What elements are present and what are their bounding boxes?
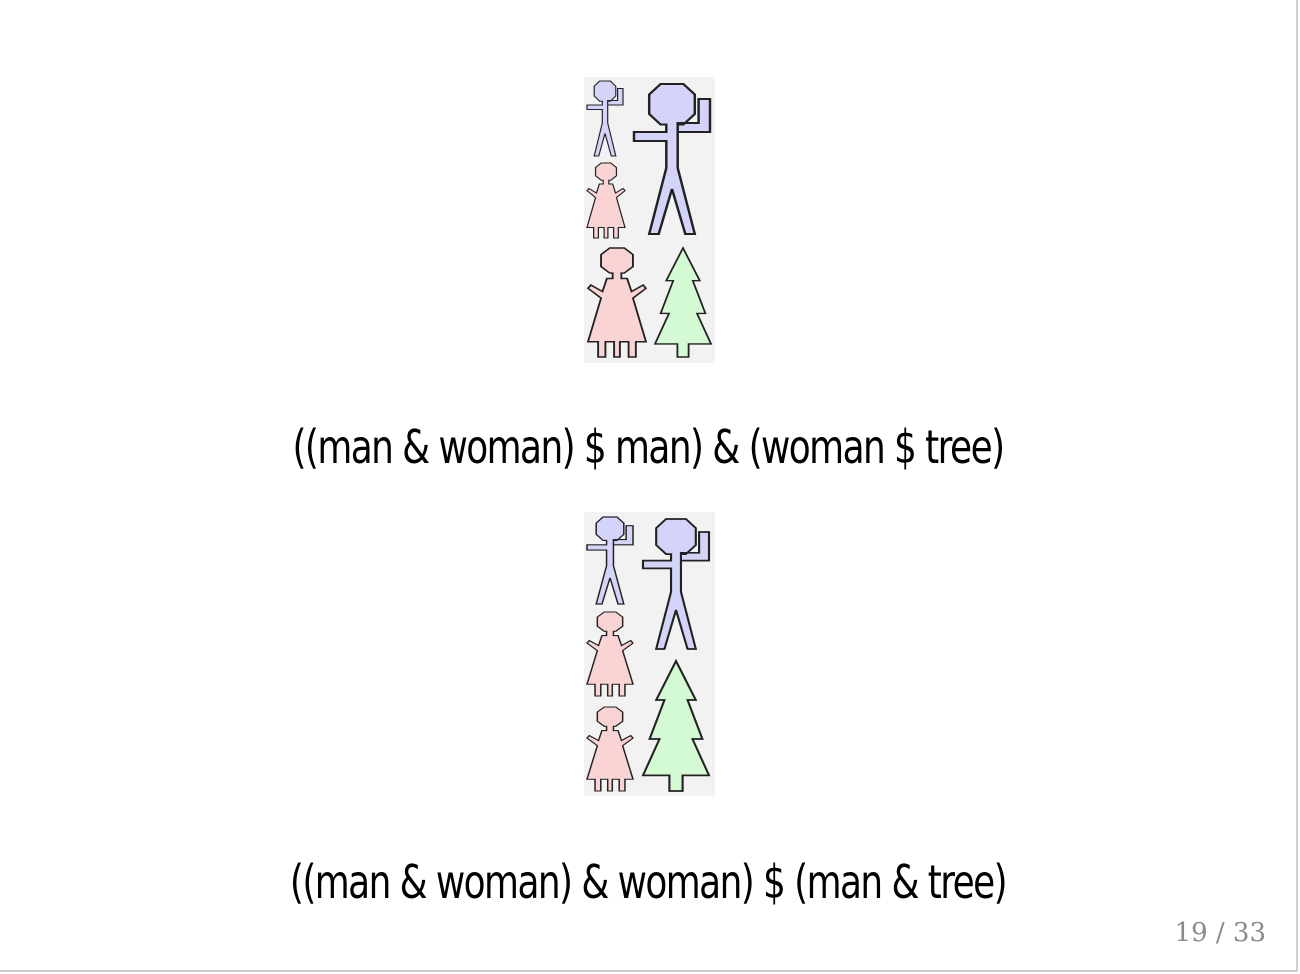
woman-figure [586, 162, 626, 239]
tree-figure [641, 659, 711, 793]
woman-figure [586, 706, 634, 792]
figure-composition-2 [584, 512, 715, 796]
man-figure [641, 517, 711, 651]
expression-caption-1: ((man & woman) $ man) & (woman $ tree) [292, 420, 1005, 474]
expression-caption-2: ((man & woman) & woman) $ (man & tree) [289, 855, 1008, 909]
man-figure [586, 80, 624, 157]
man-figure [632, 82, 712, 236]
tree-figure [654, 247, 712, 358]
man-figure [586, 516, 634, 605]
woman-figure [586, 611, 634, 697]
page-number: 19 / 33 [1174, 918, 1266, 948]
figure-composition-1 [584, 77, 715, 363]
woman-figure [587, 247, 647, 358]
